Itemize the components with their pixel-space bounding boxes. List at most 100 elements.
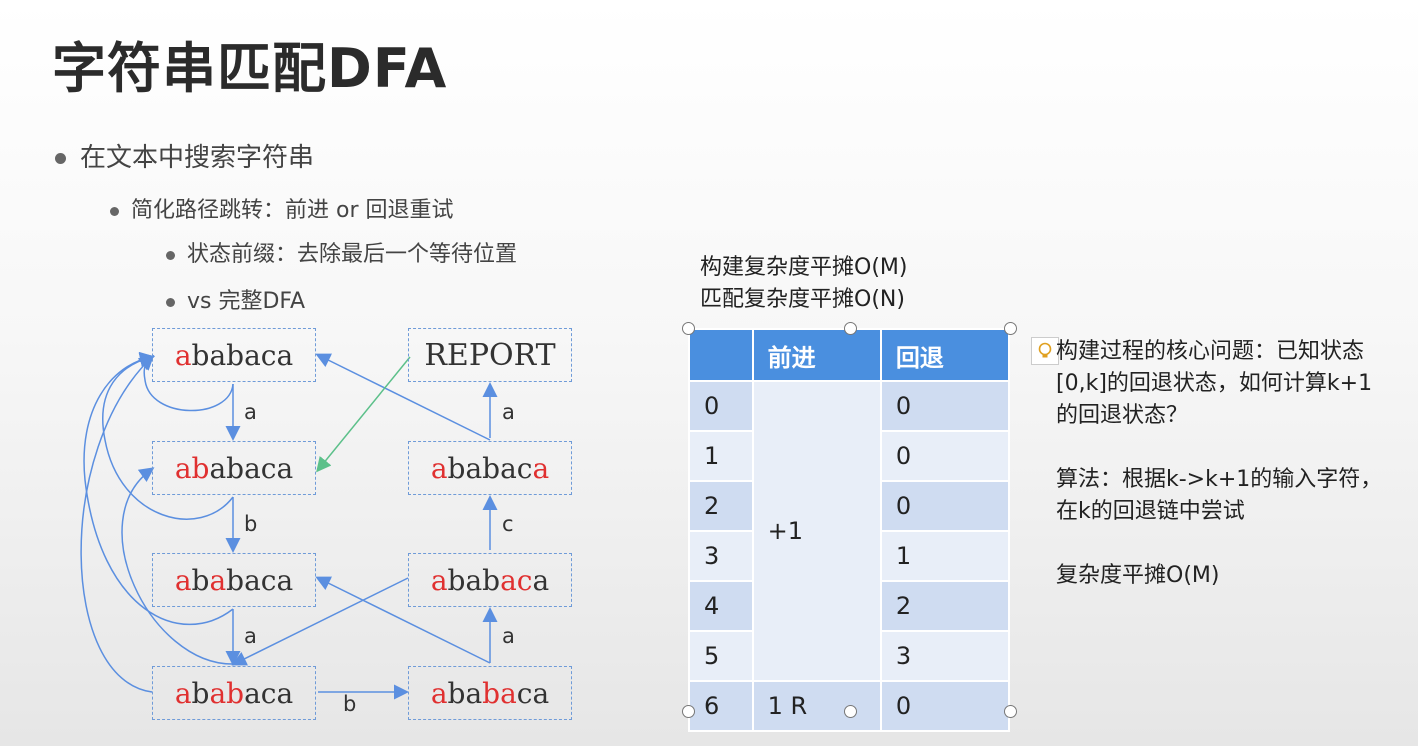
cell-state: 5: [688, 630, 754, 682]
edge-3-1: [121, 467, 234, 665]
bullet-text: vs 完整DFA: [187, 289, 306, 314]
table-header-forward: 前进: [751, 328, 882, 382]
state-rest: b: [191, 563, 210, 597]
table-row: 0 +1 0: [688, 380, 1011, 682]
table-header-state: [688, 328, 754, 382]
fallback-table[interactable]: 前进 回退 0 +1 0 1 0 2 0 3 1 4 2 5 3 6: [682, 322, 1017, 732]
state-highlight: a: [174, 676, 192, 710]
state-highlight: ab: [174, 451, 210, 485]
state-rest: babac: [447, 451, 533, 485]
edge-label-4-5: a: [502, 624, 515, 648]
state-highlight: a: [209, 563, 227, 597]
edge-2-0: [83, 351, 234, 626]
bullet-text: 在文本中搜索字符串: [80, 143, 315, 173]
edge-1-0: [102, 352, 234, 520]
edge-report-back: [316, 356, 411, 473]
state-highlight: ac: [500, 563, 533, 597]
state-rest: ca: [516, 676, 550, 710]
state-highlight: b: [226, 676, 245, 710]
state-highlight: a: [430, 563, 448, 597]
state-highlight: a: [430, 451, 448, 485]
state-highlight: a: [532, 451, 550, 485]
slide-title: 字符串匹配DFA: [52, 37, 448, 100]
cell-state: 0: [688, 380, 754, 432]
state-highlight: a: [209, 676, 227, 710]
bullet-text: 状态前缀：去除最后一个等待位置: [187, 242, 518, 267]
state-rest: a: [532, 563, 550, 597]
edge-label-2-3: a: [244, 624, 257, 648]
algorithm-notes: 构建过程的核心问题：已知状态[0,k]的回退状态，如何计算k+1的回退状态？ 算…: [1056, 336, 1386, 624]
resize-handle[interactable]: [682, 322, 695, 335]
bullet-search-text: 在文本中搜索字符串: [55, 137, 314, 174]
bullet-dot: [55, 153, 66, 164]
notes-complexity: 复杂度平摊O(M): [1056, 563, 1220, 588]
state-rest: ba: [447, 676, 483, 710]
complexity-notes: 构建复杂度平摊O(M) 匹配复杂度平摊O(N): [700, 252, 907, 316]
resize-handle[interactable]: [682, 705, 695, 718]
cell-back: 0: [879, 480, 1011, 532]
state-highlight: a: [430, 676, 448, 710]
notes-core-question: 构建过程的核心问题：已知状态[0,k]的回退状态，如何计算k+1的回退状态？: [1056, 339, 1373, 428]
table-header-back: 回退: [879, 328, 1011, 382]
bullet-vs-full-dfa: vs 完整DFA: [166, 283, 305, 315]
state-rest: abaca: [209, 451, 294, 485]
resize-handle[interactable]: [844, 705, 857, 718]
bullet-dot: [166, 297, 175, 307]
table-row: 4 2: [688, 580, 1011, 632]
lightbulb-icon-svg: [1038, 342, 1052, 358]
table-row: 3 1: [688, 530, 1011, 582]
resize-handle[interactable]: [1004, 705, 1017, 718]
notes-algorithm: 算法：根据k->k+1的输入字符，在k的回退链中尝试: [1056, 467, 1383, 524]
resize-handle[interactable]: [844, 322, 857, 335]
resize-handle[interactable]: [1004, 322, 1017, 335]
table-row: 5 3: [688, 630, 1011, 682]
state-rest: aca: [244, 676, 294, 710]
cell-back: 0: [879, 430, 1011, 482]
edge-label-1-2: b: [244, 512, 258, 536]
cell-state: 6: [688, 680, 754, 732]
cell-state: 1: [688, 430, 754, 482]
edge-3-0: [80, 354, 155, 693]
bullet-simplify-jump: 简化路径跳转：前进 or 回退重试: [110, 192, 454, 224]
bullet-dot: [110, 206, 119, 216]
cell-back: 3: [879, 630, 1011, 682]
build-complexity: 构建复杂度平摊O(M): [700, 255, 908, 280]
edge-label-5-6: c: [502, 512, 514, 536]
cell-state: 2: [688, 480, 754, 532]
cell-forward: 1 R: [751, 680, 882, 732]
cell-back: 0: [879, 680, 1011, 732]
bullet-state-prefix: 状态前缀：去除最后一个等待位置: [166, 236, 517, 268]
state-highlight: a: [174, 338, 192, 372]
state-highlight: ba: [482, 676, 517, 710]
edge-label-0-1: a: [244, 400, 257, 424]
cell-back: 1: [879, 530, 1011, 582]
bullet-dot: [166, 250, 175, 260]
state-rest: b: [191, 676, 210, 710]
cell-state: 3: [688, 530, 754, 582]
state-highlight: a: [174, 563, 192, 597]
edge-label-3-4: b: [343, 692, 357, 716]
edge-label-6-report: a: [502, 400, 515, 424]
state-rest: babaca: [191, 338, 294, 372]
edge-5-back: [231, 577, 409, 666]
cell-back: 2: [879, 580, 1011, 632]
cell-back: 0: [879, 380, 1011, 432]
edge-6-back: [315, 353, 491, 441]
table-row: 2 0: [688, 480, 1011, 532]
table-row: 6 1 R 0: [688, 680, 1011, 732]
cell-state: 4: [688, 580, 754, 632]
match-complexity: 匹配复杂度平摊O(N): [700, 287, 905, 312]
table-row: 1 0: [688, 430, 1011, 482]
state-rest: baca: [226, 563, 294, 597]
dfa-state-report: REPORT: [408, 328, 572, 382]
cell-forward-merged: +1: [751, 380, 882, 682]
lightbulb-icon[interactable]: [1031, 337, 1059, 365]
